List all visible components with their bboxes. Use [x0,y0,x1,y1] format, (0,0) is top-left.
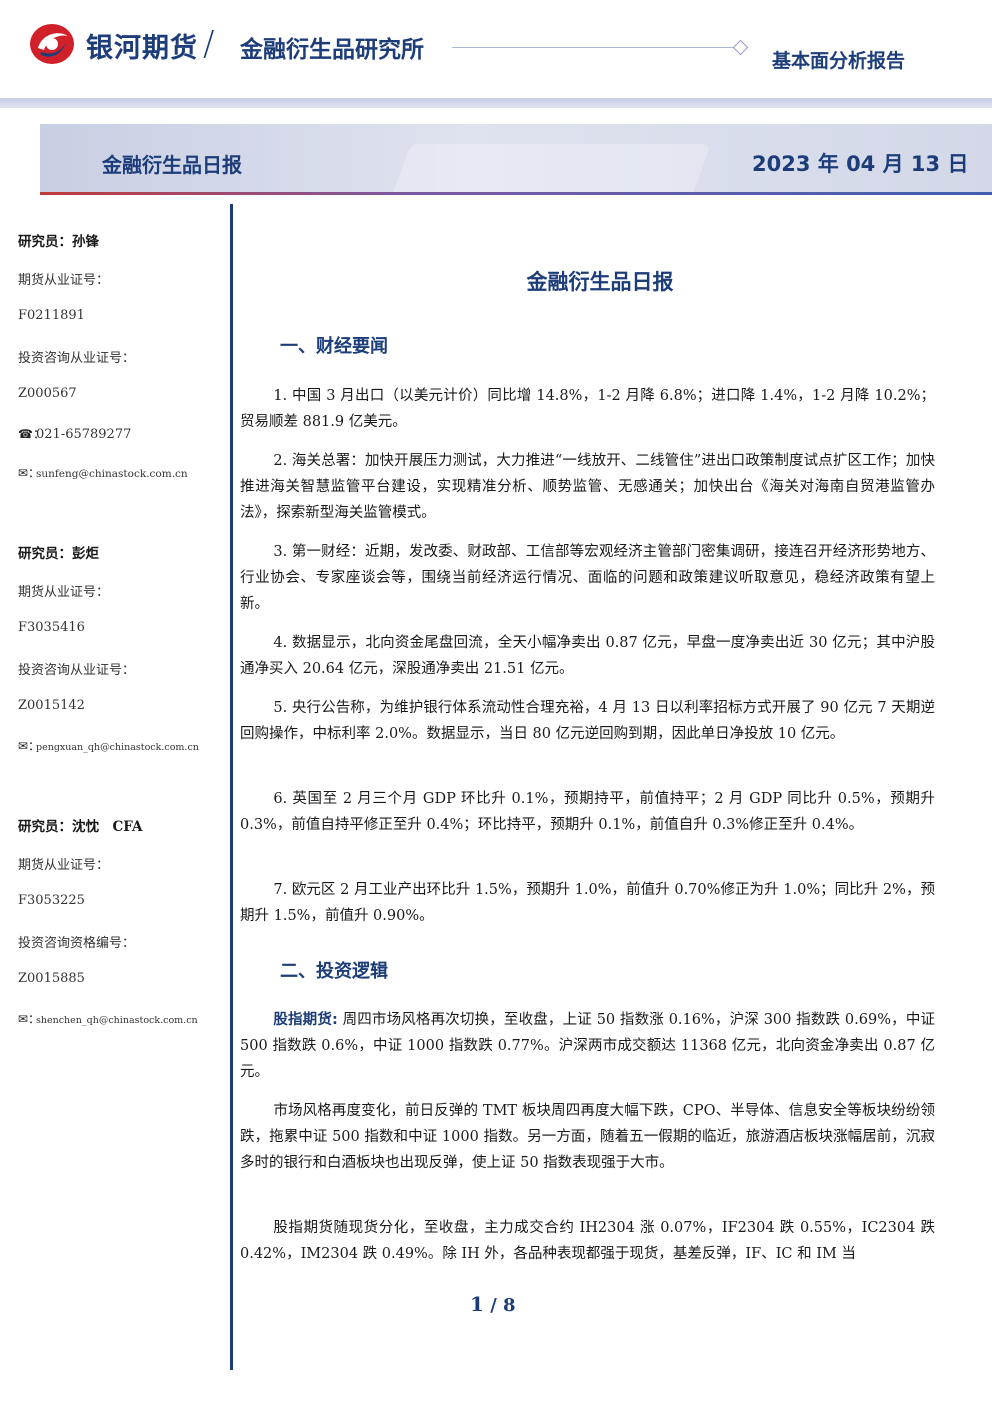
phone-row: ☎：021-65789277 [18,425,131,442]
email-row: ✉：shenchen_qh@chinastock.com.cn [18,1010,198,1027]
current-page: 1 [470,1292,484,1316]
consult-number: Z0015142 [18,698,85,713]
email-row: ✉：sunfeng@chinastock.com.cn [18,464,188,481]
email-link[interactable]: pengxuan_qh@chinastock.com.cn [36,742,199,753]
email-icon: ✉： [18,739,41,753]
consult-label: 投资咨询从业证号： [18,351,136,366]
researcher-name: 研究员：沈忱 CFA [18,819,143,835]
title-banner [40,124,992,194]
news-item-6: 6. 英国至 2 月三个月 GDP 环比升 0.1%，预期持平，前值持平；2 月… [240,791,935,833]
researcher-name: 研究员：彭炬 [18,546,99,562]
news-item-2: 2. 海关总署：加快开展压力测试，大力推进“一线放开、二线管住”进出口政策制度试… [240,453,935,521]
news-item-5: 5. 央行公告称，为维护银行体系流动性合理充裕，4 月 13 日以利率招标方式开… [240,700,935,742]
page-number: 1 / 8 [470,1292,516,1316]
consult-number: Z000567 [18,386,77,401]
phone-number: 021-65789277 [36,427,132,442]
banner-decoration [389,144,711,194]
logic-paragraph-1-text: 周四市场风格再次切换，至收盘，上证 50 指数涨 0.16%，沪深 300 指数… [240,1012,935,1080]
email-icon: ✉： [18,466,41,480]
report-date: 2023 年 04 月 13 日 [752,152,969,176]
section-heading-logic: 二、投资逻辑 [280,961,388,982]
header-stripe [0,98,992,108]
news-item-1: 1. 中国 3 月出口（以美元计价）同比增 14.8%，1-2 月降 6.8%；… [240,388,935,430]
banner-title: 金融衍生品日报 [102,153,242,177]
brand-name: 银河期货 [86,33,198,64]
banner-underline [40,192,992,195]
logic-paragraph-3: 股指期货随现货分化，至收盘，主力成交合约 IH2304 涨 0.07%，IF23… [240,1220,935,1262]
email-row: ✉：pengxuan_qh@chinastock.com.cn [18,737,199,754]
header-rule [452,47,734,48]
license-number: F0211891 [18,308,85,323]
document-title: 金融衍生品日报 [526,270,674,294]
news-item-4: 4. 数据显示，北向资金尾盘回流，全天小幅净卖出 0.87 亿元，早盘一度净卖出… [240,635,935,677]
phone-icon: ☎： [18,427,45,441]
stock-index-futures-label: 股指期货: [273,1012,338,1028]
brand-slash: / [203,24,215,64]
consult-number: Z0015885 [18,971,85,986]
email-icon: ✉： [18,1012,41,1026]
email-link[interactable]: shenchen_qh@chinastock.com.cn [36,1015,198,1026]
license-number: F3053225 [18,893,85,908]
license-number: F3035416 [18,620,85,635]
galaxy-logo-icon [30,24,74,64]
license-label: 期货从业证号： [18,273,110,288]
license-label: 期货从业证号： [18,858,110,873]
report-type: 基本面分析报告 [772,50,906,72]
researcher-name: 研究员：孙锋 [18,234,99,250]
sidebar-divider [230,204,233,1370]
section-heading-news: 一、财经要闻 [280,336,388,357]
diamond-icon [732,39,749,56]
logic-paragraph-1: 股指期货: 周四市场风格再次切换，至收盘，上证 50 指数涨 0.16%，沪深 … [240,1007,935,1085]
news-item-3: 3. 第一财经：近期，发改委、财政部、工信部等宏观经济主管部门密集调研，接连召开… [240,544,935,612]
news-item-7: 7. 欧元区 2 月工业产出环比升 1.5%，预期升 1.0%，前值升 0.70… [240,882,935,924]
consult-label: 投资咨询资格编号： [18,936,136,951]
institute-name: 金融衍生品研究所 [240,37,424,63]
email-link[interactable]: sunfeng@chinastock.com.cn [36,468,188,480]
consult-label: 投资咨询从业证号： [18,663,136,678]
page-separator: / [483,1295,504,1316]
total-pages: 8 [503,1295,516,1316]
top-header: 银河期货 / 金融衍生品研究所 基本面分析报告 [0,0,992,100]
logic-paragraph-2: 市场风格再度变化，前日反弹的 TMT 板块周四再度大幅下跌，CPO、半导体、信息… [240,1103,935,1171]
license-label: 期货从业证号： [18,585,110,600]
